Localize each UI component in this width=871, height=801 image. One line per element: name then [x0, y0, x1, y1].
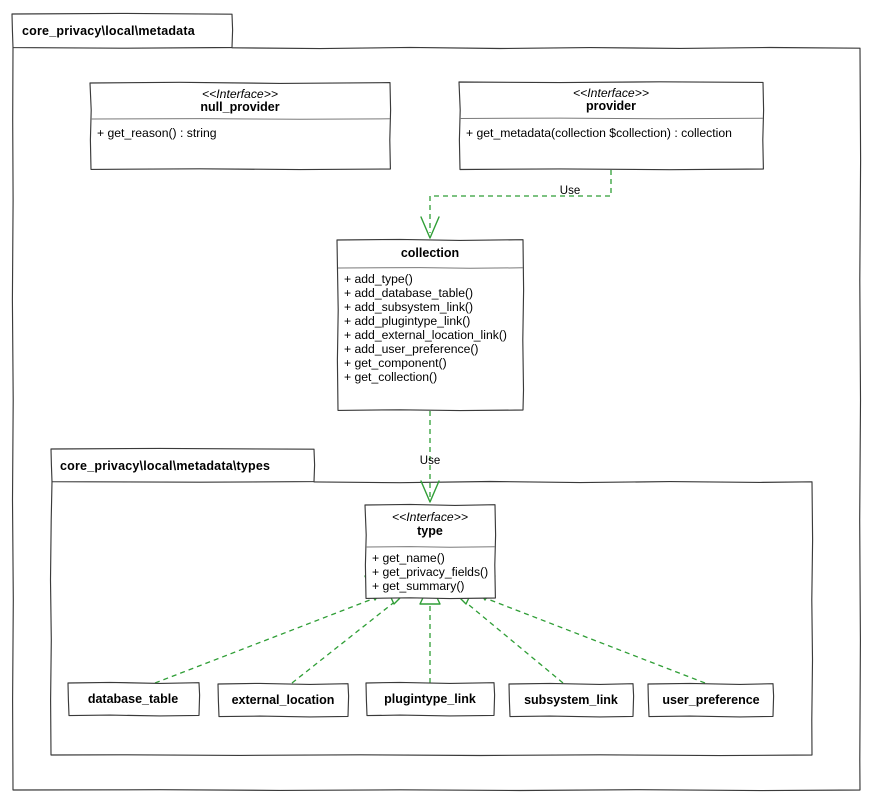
class-member: + get_component() [344, 356, 447, 370]
class-name: provider [586, 99, 636, 113]
relation-label-use-provider-collection: Use [560, 185, 580, 197]
class-box [336, 238, 525, 412]
realization-line [291, 599, 398, 684]
class-member: + add_external_location_link() [344, 328, 507, 342]
class-member: + get_summary() [372, 579, 464, 593]
relation-collection-uses-type: Use [420, 411, 440, 503]
relation-subsystem-link-realizes-type [451, 584, 564, 684]
class-name: external_location [232, 693, 335, 707]
class-box [365, 681, 496, 717]
class-name: plugintype_link [384, 692, 476, 706]
package-outer-body [11, 46, 862, 792]
class-member: + add_plugintype_link() [344, 314, 470, 328]
class-name: type [417, 524, 443, 538]
class-member: + add_type() [344, 272, 413, 286]
class-name: null_provider [200, 100, 279, 114]
class-collection[interactable]: collection + add_type() + add_database_t… [336, 238, 525, 412]
class-box [647, 682, 775, 718]
class-box [217, 682, 350, 718]
class-stereotype: <<Interface>> [202, 87, 278, 101]
class-box [364, 503, 497, 600]
class-null-provider[interactable]: <<Interface>> null_provider + get_reason… [89, 81, 392, 171]
class-stereotype: <<Interface>> [573, 86, 649, 100]
class-header-divider [90, 118, 391, 120]
class-name: subsystem_link [524, 693, 618, 707]
dependency-arrowhead [420, 480, 440, 503]
class-box [458, 81, 765, 171]
class-plugintype-link[interactable]: plugintype_link [365, 681, 496, 717]
class-member: + get_name() [372, 551, 445, 565]
class-provider[interactable]: <<Interface>> provider + get_metadata(co… [458, 81, 765, 171]
dependency-line [429, 170, 612, 233]
class-stereotype: <<Interface>> [392, 510, 468, 524]
relation-external-location-realizes-type [291, 584, 409, 684]
class-member: + add_database_table() [344, 286, 473, 300]
class-subsystem-link[interactable]: subsystem_link [508, 682, 635, 718]
class-box [89, 81, 392, 171]
package-outer-label: core_privacy\local\metadata [22, 24, 196, 38]
class-box [67, 681, 201, 717]
class-name: collection [401, 246, 459, 260]
class-header-divider [365, 546, 496, 548]
class-database-table[interactable]: database_table [67, 681, 201, 717]
realization-line [462, 599, 564, 684]
package-inner-body [49, 480, 814, 757]
class-name: user_preference [662, 693, 759, 707]
realization-line [484, 597, 706, 684]
class-member: + get_metadata(collection $collection) :… [466, 126, 732, 140]
class-member: + get_collection() [344, 370, 437, 384]
relation-user-preference-realizes-type [473, 575, 706, 684]
dependency-arrowhead [420, 216, 440, 239]
class-member: + add_subsystem_link() [344, 300, 473, 314]
relation-label-use-collection-type: Use [420, 455, 440, 467]
class-member: + get_privacy_fields() [372, 565, 488, 579]
class-member: + get_reason() : string [97, 126, 217, 140]
class-header-divider [459, 117, 764, 120]
realization-line [154, 597, 376, 684]
class-box [508, 682, 635, 718]
class-member: + add_user_preference() [344, 342, 479, 356]
class-name: database_table [88, 692, 178, 706]
class-type[interactable]: <<Interface>> type + get_name() + get_pr… [364, 503, 497, 600]
package-inner-label: core_privacy\local\metadata\types [60, 459, 270, 473]
package-inner: core_privacy\local\metadata\types [49, 447, 814, 757]
relation-provider-uses-collection: Use [420, 170, 612, 239]
package-outer: core_privacy\local\metadata [11, 12, 862, 792]
class-external-location[interactable]: external_location [217, 682, 350, 718]
relation-database-table-realizes-type [154, 575, 387, 684]
class-user-preference[interactable]: user_preference [647, 682, 775, 718]
class-header-divider [337, 267, 524, 269]
